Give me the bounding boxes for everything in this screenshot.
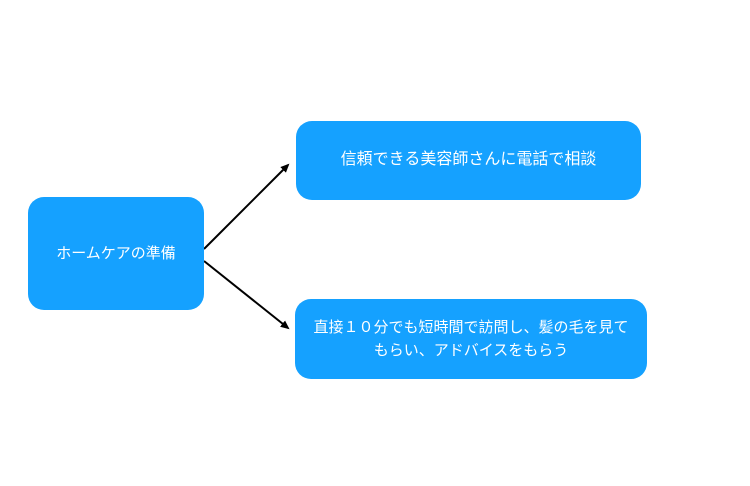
node-short-visit-advice[interactable]: 直接１０分でも短時間で訪問し、髪の毛を見てもらい、アドバイスをもらう (295, 299, 647, 379)
node-root[interactable]: ホームケアの準備 (28, 197, 204, 310)
node-short-visit-advice-label: 直接１０分でも短時間で訪問し、髪の毛を見てもらい、アドバイスをもらう (313, 318, 629, 359)
node-consult-by-phone[interactable]: 信頼できる美容師さんに電話で相談 (296, 121, 641, 200)
arrow-root-to-top-node (203, 163, 290, 250)
node-root-label: ホームケアの準備 (56, 244, 176, 262)
arrow-root-to-bottom-node (203, 260, 290, 330)
node-consult-by-phone-label: 信頼できる美容師さんに電話で相談 (340, 151, 597, 169)
